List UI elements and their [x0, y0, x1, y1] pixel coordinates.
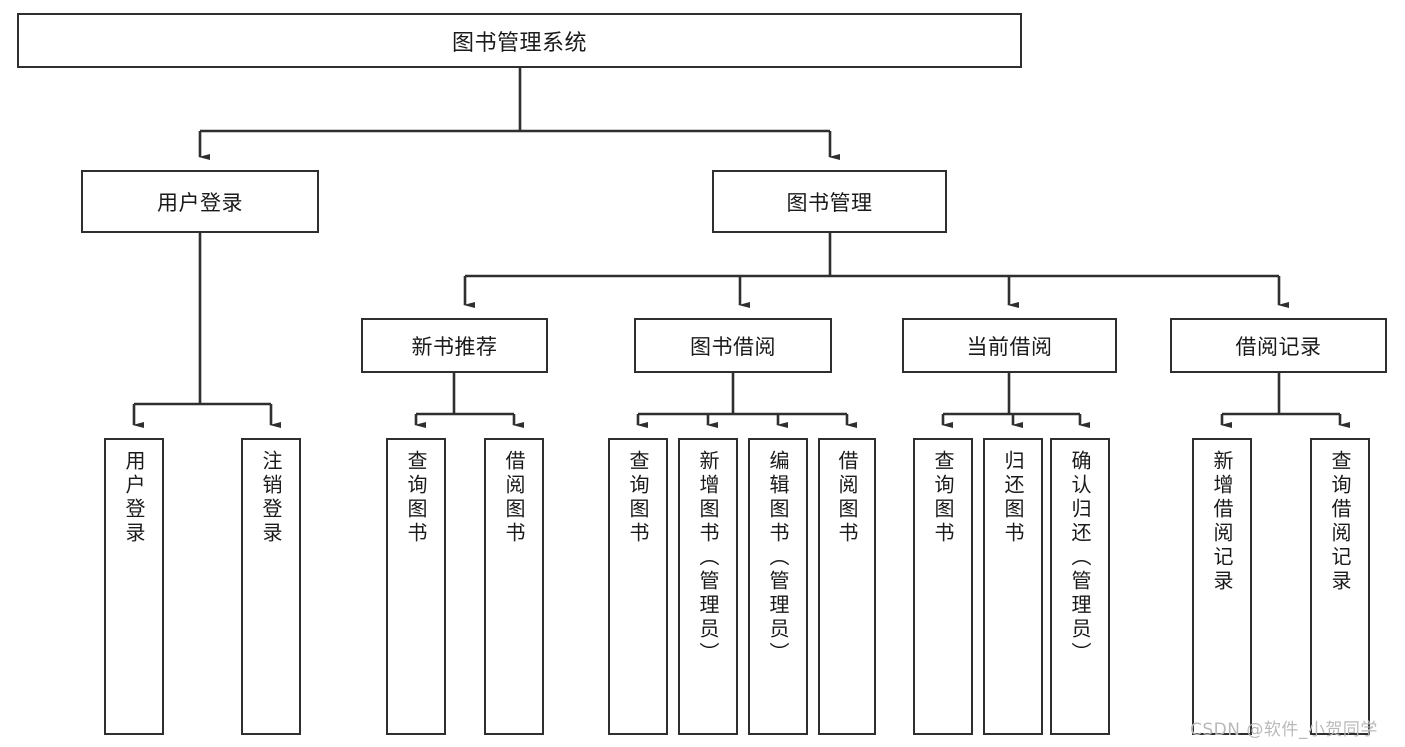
- node-label: 图书管理: [786, 190, 873, 215]
- node-label: 查询借阅记录: [1328, 450, 1352, 594]
- node-leaf-13[interactable]: 查询借阅记录: [1310, 438, 1370, 735]
- node-leaf-10[interactable]: 归还图书: [983, 438, 1043, 735]
- node-level3-1[interactable]: 新书推荐: [361, 318, 548, 373]
- node-label: 查询图书: [931, 450, 955, 546]
- node-label: 新书推荐: [411, 334, 498, 359]
- node-label: 图书借阅: [690, 334, 776, 359]
- node-leaf-9[interactable]: 查询图书: [913, 438, 973, 735]
- node-label: 图书管理系统: [451, 30, 587, 56]
- node-label: 新增借阅记录: [1210, 450, 1234, 594]
- node-leaf-7[interactable]: 编辑图书（管理员）: [748, 438, 808, 735]
- node-leaf-3[interactable]: 查询图书: [386, 438, 446, 735]
- node-label: 确认归还（管理员）: [1068, 450, 1092, 666]
- node-label: 用户登录: [157, 190, 243, 215]
- node-leaf-5[interactable]: 查询图书: [608, 438, 668, 735]
- node-root-book-management-system[interactable]: 图书管理系统: [17, 13, 1022, 68]
- node-label: 借阅图书: [502, 450, 526, 546]
- node-leaf-8[interactable]: 借阅图书: [818, 438, 876, 735]
- node-leaf-4[interactable]: 借阅图书: [484, 438, 544, 735]
- csdn-watermark: CSDN @软件_小贺同学: [1190, 720, 1378, 740]
- node-label: 当前借阅: [966, 334, 1053, 359]
- node-label: 用户登录: [122, 450, 146, 546]
- node-label: 注销登录: [259, 450, 283, 546]
- node-level2-2[interactable]: 图书管理: [712, 170, 947, 233]
- node-level2-1[interactable]: 用户登录: [81, 170, 319, 233]
- node-level3-2[interactable]: 图书借阅: [634, 318, 832, 373]
- node-leaf-11[interactable]: 确认归还（管理员）: [1050, 438, 1110, 735]
- node-leaf-6[interactable]: 新增图书（管理员）: [678, 438, 738, 735]
- node-label: 归还图书: [1001, 450, 1025, 546]
- node-leaf-1[interactable]: 用户登录: [104, 438, 164, 735]
- node-label: 新增图书（管理员）: [696, 450, 720, 666]
- node-level3-3[interactable]: 当前借阅: [902, 318, 1117, 373]
- node-label: 查询图书: [626, 450, 650, 546]
- node-leaf-2[interactable]: 注销登录: [241, 438, 301, 735]
- node-label: 查询图书: [404, 450, 428, 546]
- node-label: 借阅图书: [835, 450, 859, 546]
- node-leaf-12[interactable]: 新增借阅记录: [1192, 438, 1252, 735]
- node-label: 编辑图书（管理员）: [766, 450, 790, 666]
- node-label: 借阅记录: [1235, 334, 1322, 359]
- node-level3-4[interactable]: 借阅记录: [1170, 318, 1387, 373]
